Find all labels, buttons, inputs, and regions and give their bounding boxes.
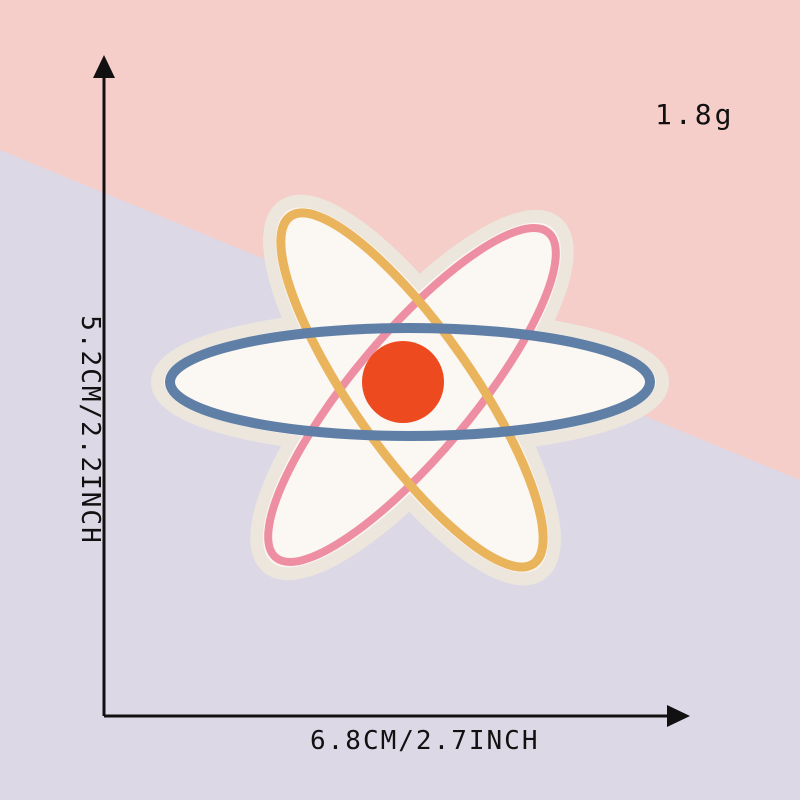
arrow-up-icon bbox=[93, 55, 115, 716]
weight-label: 1.8g bbox=[655, 98, 735, 131]
orbit-blue bbox=[165, 323, 655, 441]
arrow-right-icon bbox=[104, 705, 690, 727]
atom-patch bbox=[151, 194, 669, 586]
orbit-yellow bbox=[276, 208, 548, 572]
width-label: 6.8CM/2.7INCH bbox=[310, 726, 540, 756]
nucleus bbox=[362, 341, 444, 423]
height-label: 5.2CM/2.2INCH bbox=[75, 315, 105, 545]
